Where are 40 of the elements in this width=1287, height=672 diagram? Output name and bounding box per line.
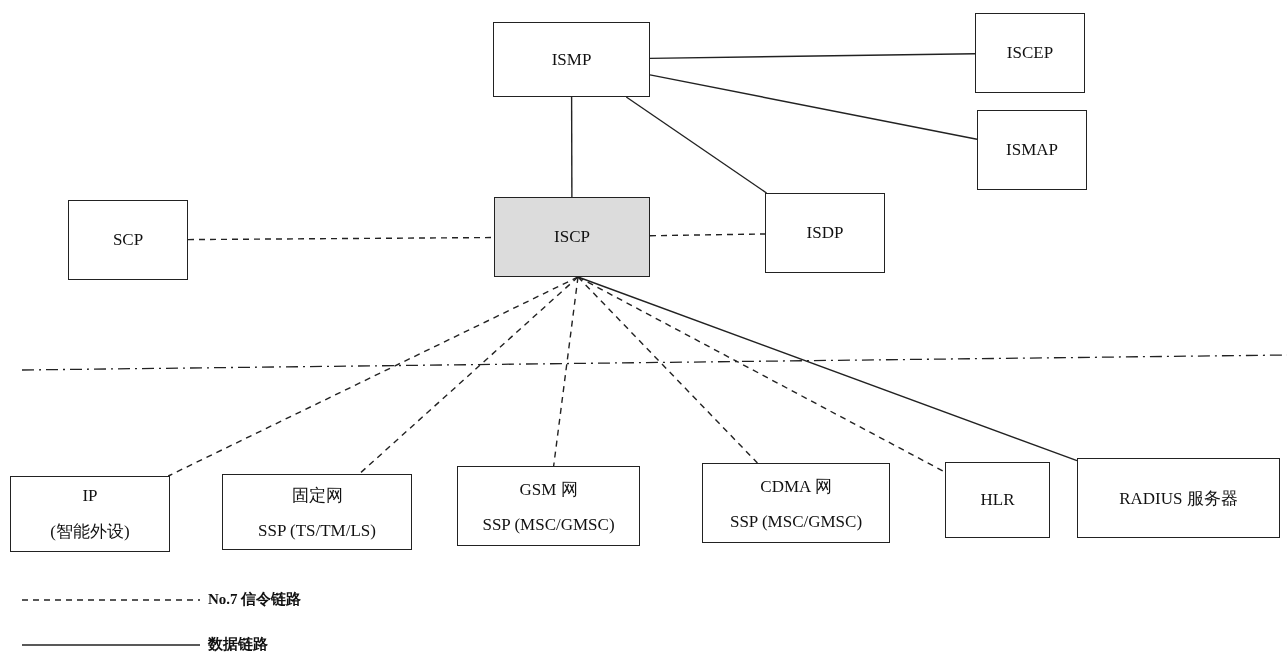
- process-box: [68, 200, 188, 280]
- connector-line: [358, 276, 579, 475]
- node-label: ISMP: [551, 49, 592, 70]
- node-label: IP: [82, 485, 98, 506]
- process-box: [222, 474, 412, 550]
- process-box: [1077, 458, 1280, 538]
- connector-line: [167, 276, 579, 477]
- connector-line: [649, 53, 976, 60]
- process-box: [10, 476, 170, 552]
- node-label: ISCP: [554, 227, 590, 247]
- node-sublabel: SSP (TS/TM/LS): [258, 520, 376, 541]
- node-label: SCP: [112, 230, 144, 250]
- node-label: ISMAP: [1006, 140, 1058, 160]
- node-label: ISDP: [806, 223, 844, 243]
- connector-line: [577, 276, 759, 464]
- connector-line: [552, 276, 579, 467]
- connector-line: [649, 74, 978, 140]
- process-box: [765, 193, 885, 273]
- process-box: [977, 110, 1087, 190]
- node-label: HLR: [980, 490, 1015, 510]
- node-sublabel: (智能外设): [50, 520, 130, 543]
- node-label: ISCEP: [1006, 43, 1054, 63]
- connector-line: [625, 96, 768, 194]
- process-box: [493, 22, 650, 97]
- node-label: RADIUS 服务器: [1119, 487, 1238, 510]
- connector-line: [570, 96, 573, 198]
- node-label: CDMA 网: [760, 475, 832, 498]
- legend-label: No.7 信令链路: [208, 590, 302, 609]
- process-box: [975, 13, 1085, 93]
- process-box: [457, 466, 640, 546]
- shaded-box: [494, 197, 650, 277]
- node-label: GSM 网: [519, 478, 578, 501]
- process-box: [945, 462, 1050, 538]
- connector-line: [649, 233, 766, 237]
- legend-label: 数据链路: [208, 635, 268, 654]
- node-sublabel: SSP (MSC/GMSC): [729, 511, 863, 532]
- node-sublabel: SSP (MSC/GMSC): [482, 514, 615, 535]
- connector-line: [577, 276, 946, 473]
- process-box: [702, 463, 890, 543]
- node-label: 固定网: [291, 484, 343, 507]
